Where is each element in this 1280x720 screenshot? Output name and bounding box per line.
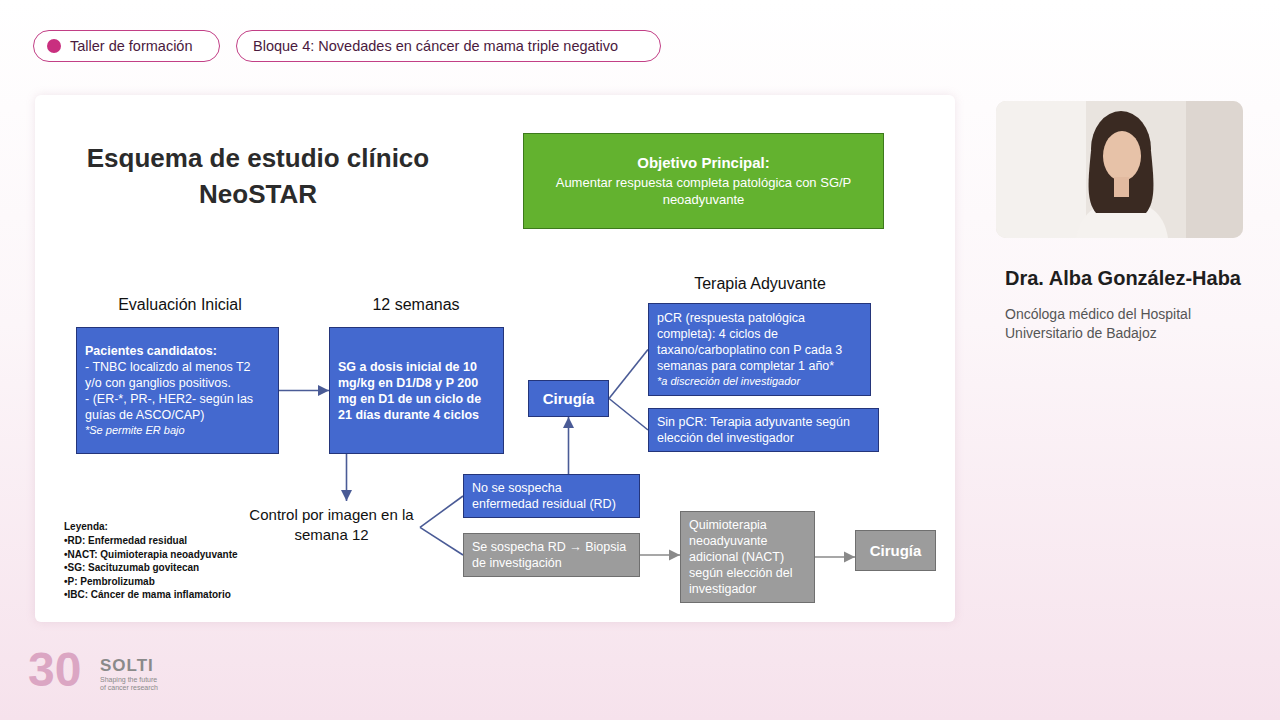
node-text: *Se permite ER bajo — [85, 423, 270, 437]
objective-box: Objetivo Principal:Aumentar respuesta co… — [523, 133, 884, 229]
logo-name: SOLTI — [100, 656, 190, 676]
flow-arrow — [815, 556, 855, 558]
node-text: No se sospecha enfermedad residual (RD) — [472, 480, 631, 512]
flow-arrow — [279, 390, 329, 392]
node-text: Sin pCR: Terapia adyuvante según elecció… — [657, 414, 870, 446]
node-text: Control por imagen en la semana 12 — [245, 505, 418, 546]
node-text: - TNBC localizdo al menos T2 y/o con gan… — [85, 359, 270, 391]
node-text: SG a dosis inicial de 10 mg/kg en D1/D8 … — [338, 359, 495, 423]
process-box: pCR (respuesta patológica completa): 4 c… — [648, 303, 871, 396]
slide-title: Esquema de estudio clínico NeoSTAR — [58, 140, 458, 212]
process-box: Sin pCR: Terapia adyuvante según elecció… — [648, 408, 879, 452]
flow-arrow — [420, 496, 463, 527]
node-text: *a discreción del investigador — [657, 374, 862, 388]
process-box: Pacientes candidatos:- TNBC localizdo al… — [76, 327, 279, 454]
legend-entry: •P: Pembrolizumab — [64, 576, 155, 587]
legend-entry: •SG: Sacituzumab govitecan — [64, 562, 199, 573]
decision-text: Control por imagen en la semana 12 — [243, 501, 420, 549]
node-text: Taller de formación — [70, 38, 193, 54]
process-box: Cirugía — [528, 380, 609, 417]
speaker-picture — [996, 101, 1243, 238]
flow-arrow — [609, 350, 648, 399]
node-text: Se sospecha RD → Biopsia de investigació… — [472, 539, 631, 571]
section-tag: Taller de formación — [33, 30, 220, 62]
logo-tagline: Shaping the future of cancer research — [100, 676, 162, 693]
legend-heading: Leyenda: — [64, 521, 164, 532]
flow-arrow — [346, 454, 348, 501]
process-box: Quimioterapia neoadyuvante adicional (NA… — [680, 511, 815, 603]
process-box: No se sospecha enfermedad residual (RD) — [463, 474, 640, 518]
node-text: Objetivo Principal: — [536, 153, 871, 173]
node-text: Pacientes candidatos: — [85, 343, 270, 359]
node-text: Bloque 4: Novedades en cáncer de mama tr… — [253, 38, 618, 54]
node-text: Quimioterapia neoadyuvante adicional (NA… — [689, 517, 806, 597]
node-text: - (ER-*, PR-, HER2- según las guías de A… — [85, 391, 270, 423]
flow-arrow — [640, 554, 680, 556]
logo-number: 30 — [28, 642, 108, 697]
process-box: SG a dosis inicial de 10 mg/kg en D1/D8 … — [329, 327, 504, 454]
legend-entry: •NACT: Quimioterapia neoadyuvante — [64, 549, 238, 560]
section-tag: Bloque 4: Novedades en cáncer de mama tr… — [236, 30, 661, 62]
flow-arrow — [609, 399, 648, 431]
legend-entry: •RD: Enfermedad residual — [64, 535, 187, 546]
speaker-name: Dra. Alba González-Haba — [1005, 267, 1275, 290]
column-heading: 12 semanas — [356, 296, 476, 314]
process-box: Cirugía — [855, 530, 936, 571]
legend-entry: •IBC: Cáncer de mama inflamatorio — [64, 589, 231, 600]
flow-arrow — [568, 417, 570, 474]
speaker-video — [996, 101, 1243, 238]
node-text: Cirugía — [537, 389, 600, 408]
flow-arrow — [420, 527, 463, 555]
column-heading: Evaluación Inicial — [100, 296, 260, 314]
node-text: Cirugía — [864, 541, 927, 560]
process-box: Se sospecha RD → Biopsia de investigació… — [463, 533, 640, 577]
node-text: pCR (respuesta patológica completa): 4 c… — [657, 310, 862, 374]
column-heading: Terapia Adyuvante — [680, 275, 840, 293]
speaker-affiliation: Oncóloga médico del Hospital Universitar… — [1005, 305, 1240, 343]
node-text: Aumentar respuesta completa patológica c… — [536, 175, 871, 209]
